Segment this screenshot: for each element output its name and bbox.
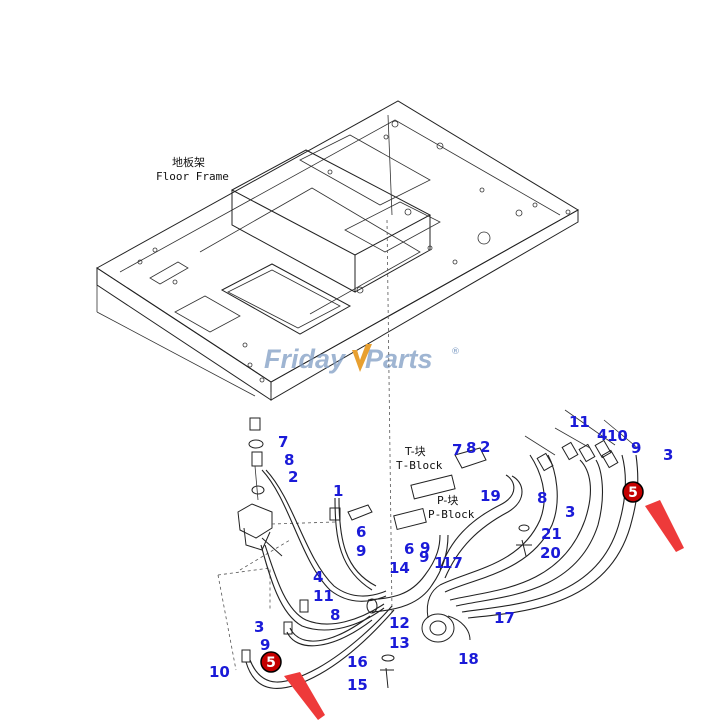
left-hoses xyxy=(241,469,395,689)
part-number: 1 xyxy=(333,482,343,500)
arrow-icon xyxy=(645,500,684,552)
part-number: 16 xyxy=(347,653,368,671)
part-number: 1 xyxy=(434,554,444,572)
reference-line xyxy=(386,219,393,613)
part-number: 14 xyxy=(389,559,410,577)
part-number: 18 xyxy=(458,650,479,668)
part-number: 17 xyxy=(494,609,515,627)
part-number: 4 xyxy=(597,426,607,444)
part-number: 10 xyxy=(607,427,628,445)
part-number: 9 xyxy=(419,548,429,566)
part-number: 2 xyxy=(288,468,298,486)
part-number: 9 xyxy=(356,542,366,560)
part-number: 9 xyxy=(420,539,430,557)
right-fittings xyxy=(380,409,641,689)
callout-text: 5 xyxy=(628,485,638,501)
pblock-label: P-块 P-Block xyxy=(428,494,475,521)
part-number: 4 xyxy=(313,568,323,586)
watermark-parts: Parts xyxy=(365,344,433,374)
watermark-mark: ® xyxy=(451,347,460,357)
tblock-label-cn: T-块 xyxy=(404,445,426,458)
part-number: 8 xyxy=(330,606,340,624)
part-number: 7 xyxy=(452,441,462,459)
callout-text: 5 xyxy=(266,655,276,671)
tblock-label: T-块 T-Block xyxy=(396,445,443,472)
callout-circle xyxy=(260,651,282,673)
part-number: 3 xyxy=(663,446,673,464)
part-number: 3 xyxy=(565,503,575,521)
part-number: 12 xyxy=(389,614,410,632)
part-number: 3 xyxy=(254,618,264,636)
part-number: 15 xyxy=(347,676,368,694)
watermark: Friday Parts ® xyxy=(264,344,460,374)
part-number: 6 xyxy=(404,540,414,558)
watermark-v-icon xyxy=(352,344,372,372)
part-number: 8 xyxy=(537,489,547,507)
part-number: 11 xyxy=(569,413,590,431)
part-number: 19 xyxy=(480,487,501,505)
frame-label: 地板架 Floor Frame xyxy=(156,155,229,183)
part-numbers: 7 8 2 1 6 9 4 11 8 3 9 10 16 15 14 9 17 … xyxy=(209,413,673,694)
pblock-label-en: P-Block xyxy=(428,508,475,521)
part-number: 10 xyxy=(209,663,230,681)
callout-right: 5 xyxy=(622,481,684,552)
part-number: 9 xyxy=(631,439,641,457)
part-number: 21 xyxy=(541,525,562,543)
part-number: 2 xyxy=(480,438,490,456)
arrow-icon xyxy=(284,672,325,720)
part-number: 13 xyxy=(389,634,410,652)
valve-assembly xyxy=(217,417,336,671)
center-pipe xyxy=(366,454,639,643)
frame-label-cn: 地板架 xyxy=(172,155,205,169)
part-number: 11 xyxy=(313,587,334,605)
part-number: 6 xyxy=(356,523,366,541)
callout-circle xyxy=(622,481,644,503)
frame-label-en: Floor Frame xyxy=(156,170,229,183)
part-number: 8 xyxy=(284,451,294,469)
part-number: 20 xyxy=(540,544,561,562)
part-number: 9 xyxy=(260,636,270,654)
tblock-label-en: T-Block xyxy=(396,459,443,472)
part-number: 8 xyxy=(466,439,476,457)
part-number: 7 xyxy=(278,433,288,451)
callout-left: 5 xyxy=(260,651,325,720)
watermark-friday: Friday xyxy=(264,344,347,374)
pblock-label-cn: P-块 xyxy=(437,494,458,507)
floor-frame xyxy=(96,100,579,401)
part-number: 17 xyxy=(442,554,463,572)
